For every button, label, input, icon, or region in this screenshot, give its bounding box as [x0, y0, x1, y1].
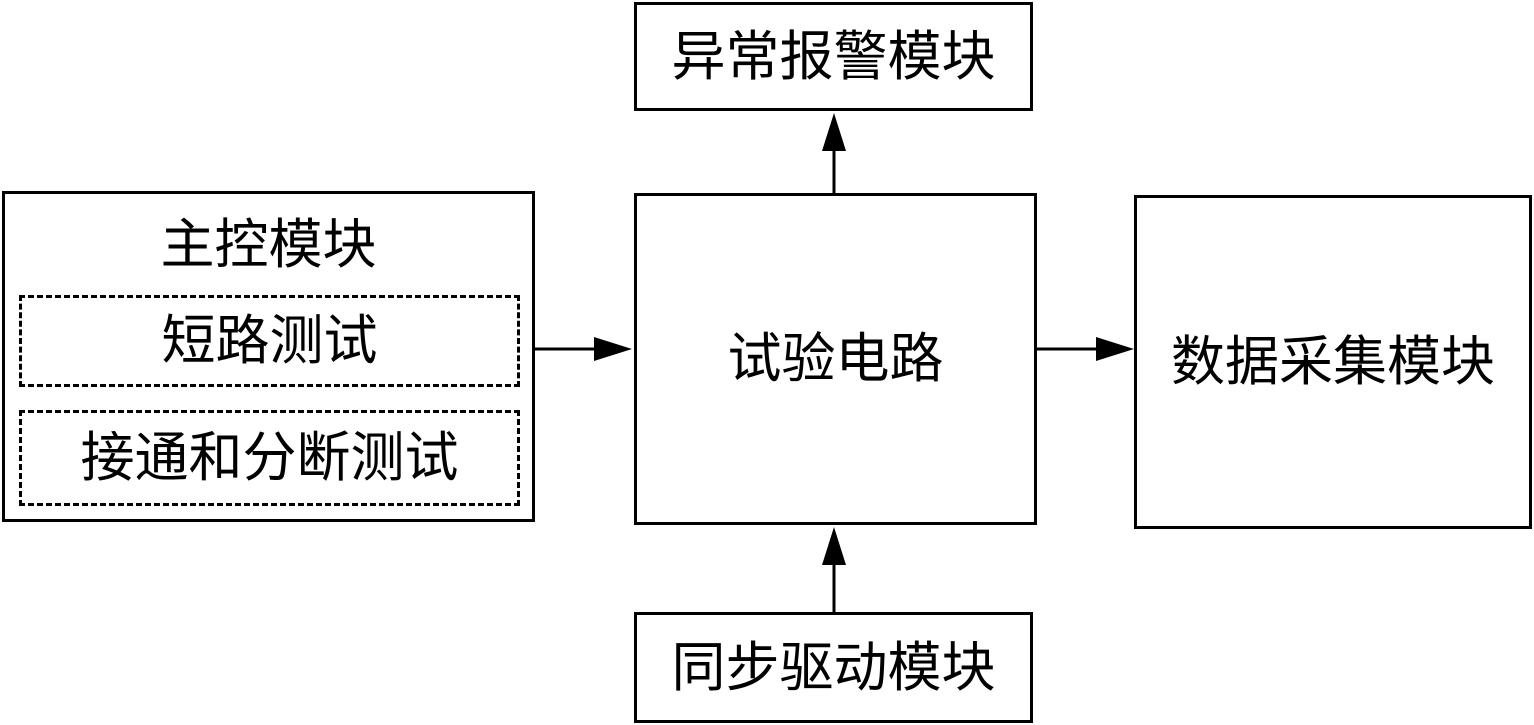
short-circuit-test-label: 短路测试	[161, 309, 378, 372]
data-acquisition-box: 数据采集模块	[1134, 195, 1532, 529]
sync-drive-label: 同步驱动模块	[671, 635, 996, 699]
alarm-module-box: 异常报警模块	[634, 2, 1033, 111]
make-break-test-label: 接通和分断测试	[80, 426, 459, 489]
alarm-module-label: 异常报警模块	[671, 24, 996, 88]
arrow-test-circuit-to-alarm	[822, 113, 846, 193]
short-circuit-test-box: 短路测试	[19, 295, 520, 387]
sync-drive-box: 同步驱动模块	[634, 612, 1033, 723]
test-circuit-box: 试验电路	[634, 193, 1037, 525]
arrow-sync-drive-to-test-circuit	[822, 527, 846, 612]
master-module-box: 主控模块 短路测试 接通和分断测试	[2, 191, 535, 522]
master-module-label: 主控模块	[160, 213, 377, 276]
arrow-test-circuit-to-data-acquisition	[1037, 337, 1134, 361]
make-break-test-box: 接通和分断测试	[19, 410, 520, 506]
arrow-master-to-test-circuit	[535, 337, 632, 361]
test-circuit-label: 试验电路	[727, 327, 944, 390]
data-acquisition-label: 数据采集模块	[1171, 330, 1495, 393]
